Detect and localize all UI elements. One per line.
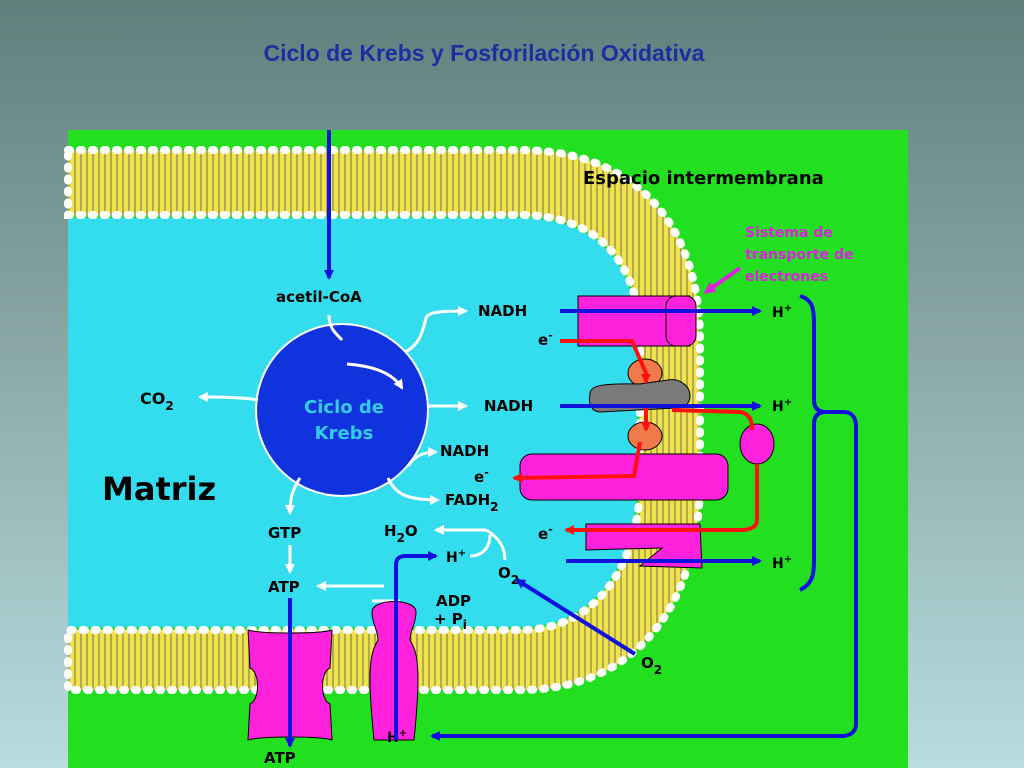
page-title: Ciclo de Krebs y Fosforilación Oxidativa bbox=[263, 40, 705, 66]
o2-to-h2o bbox=[485, 528, 507, 561]
svg-text:electrones: electrones bbox=[745, 269, 828, 285]
nadh-label-1: NADH bbox=[478, 302, 527, 320]
proton-through-synthase bbox=[394, 551, 438, 740]
co2-label: CO2 bbox=[140, 389, 174, 413]
acetyl-coa-label: acetil-CoA bbox=[276, 288, 362, 306]
electron-label-1: e- bbox=[538, 329, 553, 349]
complex-i-cap bbox=[665, 295, 697, 347]
krebs-label-line2: Krebs bbox=[315, 423, 374, 444]
proton-label-3: H+ bbox=[772, 554, 792, 572]
pi-label: + Pi bbox=[434, 610, 467, 632]
svg-text:transporte de: transporte de bbox=[745, 247, 853, 263]
arrow-nadh-1 bbox=[404, 306, 468, 354]
o2-label-inner: O2 bbox=[498, 564, 519, 587]
gtp-label: GTP bbox=[268, 524, 301, 542]
electron-path-4 bbox=[671, 408, 754, 431]
proton-return bbox=[430, 410, 858, 741]
arrow-co2 bbox=[198, 392, 259, 403]
arrow-nadh-3 bbox=[406, 447, 438, 467]
electron-label-2: e- bbox=[474, 466, 489, 486]
matrix-label: Matriz bbox=[102, 470, 216, 508]
electron-label-3: e- bbox=[538, 523, 553, 543]
electron-path-5 bbox=[564, 464, 759, 535]
o2-label-outer: O2 bbox=[641, 654, 662, 677]
atp-label-bottom: ATP bbox=[264, 749, 296, 767]
krebs-cycle-arrow bbox=[346, 362, 404, 390]
transport-system-pointer bbox=[703, 266, 742, 294]
nadh-label-2: NADH bbox=[484, 397, 533, 415]
proton-label-2: H+ bbox=[772, 397, 792, 415]
krebs-label-line1: Ciclo de bbox=[304, 397, 384, 418]
h-join bbox=[469, 534, 492, 558]
cytochrome-c bbox=[739, 423, 775, 465]
complex-iv bbox=[585, 523, 703, 569]
arrow-acetyl-in bbox=[327, 314, 344, 341]
adp-label: ADP bbox=[436, 592, 471, 610]
arrow-gtp bbox=[285, 477, 302, 515]
svg-text:Sistema de: Sistema de bbox=[745, 225, 833, 241]
arrow-fadh2 bbox=[386, 477, 440, 505]
electron-path-3 bbox=[512, 441, 642, 483]
nadh-label-3: NADH bbox=[440, 442, 489, 460]
atp-label-matrix: ATP bbox=[268, 578, 300, 596]
proton-label-bottom: H+ bbox=[387, 728, 407, 746]
electron-path-1 bbox=[560, 339, 651, 384]
complex-i bbox=[577, 295, 691, 347]
inner-membrane bbox=[64, 146, 704, 694]
complex-gray bbox=[589, 379, 691, 413]
intermembrane-label: Espacio intermembrana bbox=[583, 168, 824, 189]
fadh2-label: FADH2 bbox=[445, 491, 499, 514]
transport-system-label: Sistema de transporte de electrones bbox=[745, 225, 853, 285]
arrow-o2-in bbox=[515, 578, 637, 656]
proton-label-1: H+ bbox=[772, 303, 792, 321]
krebs-cycle-circle bbox=[255, 323, 429, 497]
h2o-label: H2O bbox=[384, 522, 418, 545]
proton-label-matrix: H+ bbox=[446, 548, 466, 566]
